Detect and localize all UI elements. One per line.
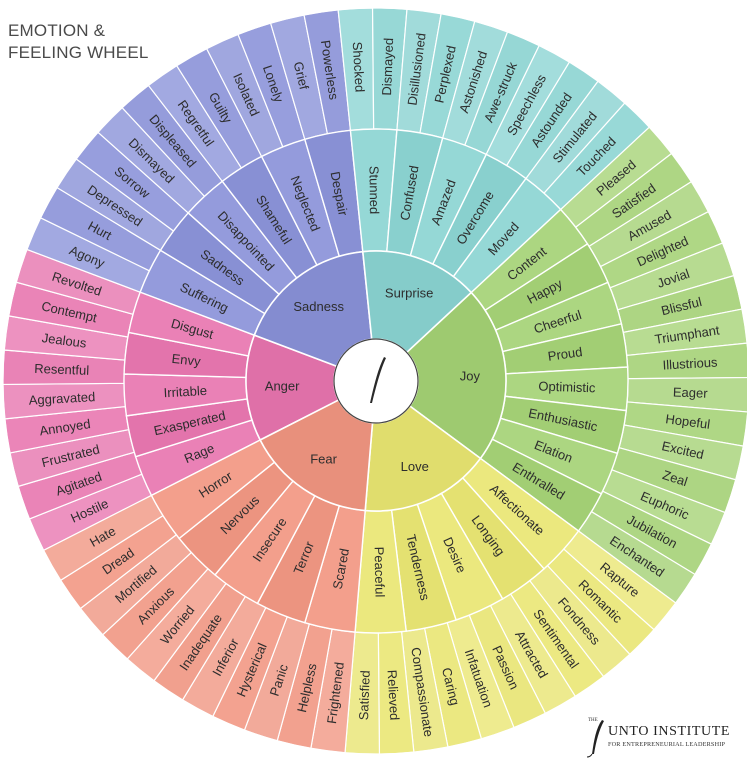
logo-name: UNTO INSTITUTE — [608, 724, 731, 739]
logo-prefix: THE — [588, 718, 598, 723]
core-label-anger: Anger — [265, 379, 300, 394]
core-label-joy: Joy — [460, 368, 481, 383]
quill-icon — [586, 720, 604, 758]
page-title: EMOTION & FEELING WHEEL — [8, 21, 149, 62]
outer-label-illustrious: Illustrious — [662, 355, 718, 373]
middle-label-proud: Proud — [547, 344, 583, 364]
junto-institute-logo: THE UNTO INSTITUTE FOR ENTREPRENEURIAL L… — [582, 716, 742, 758]
outer-label-aggravated: Aggravated — [28, 389, 95, 408]
outer-label-annoyed: Annoyed — [38, 416, 91, 438]
middle-label-stunned: Stunned — [367, 166, 382, 215]
middle-label-irritable: Irritable — [163, 383, 207, 400]
outer-label-satisfied: Satisfied — [356, 670, 373, 720]
middle-label-envy: Envy — [171, 351, 202, 369]
outer-label-jealous: Jealous — [41, 330, 88, 351]
core-label-surprise: Surprise — [385, 286, 433, 301]
outer-label-dismayed: Dismayed — [379, 38, 396, 96]
wheel-rim — [2, 7, 747, 755]
quill-logo-icon — [370, 357, 386, 403]
middle-label-scared: Scared — [330, 547, 352, 590]
middle-label-optimistic: Optimistic — [538, 379, 596, 396]
core-label-sadness: Sadness — [293, 299, 344, 314]
core-label-love: Love — [401, 459, 429, 474]
logo-tagline: FOR ENTREPRENEURIAL LEADERSHIP — [608, 741, 726, 748]
middle-label-peaceful: Peaceful — [372, 547, 388, 598]
outer-label-shocked: Shocked — [350, 41, 368, 92]
outer-label-eager: Eager — [673, 384, 709, 400]
outer-label-zeal: Zeal — [661, 467, 690, 489]
outer-label-grief: Grief — [291, 60, 312, 91]
core-label-fear: Fear — [310, 452, 337, 467]
outer-label-hopeful: Hopeful — [665, 411, 711, 432]
outer-label-resentful: Resentful — [34, 361, 90, 378]
outer-label-relieved: Relieved — [385, 669, 403, 720]
